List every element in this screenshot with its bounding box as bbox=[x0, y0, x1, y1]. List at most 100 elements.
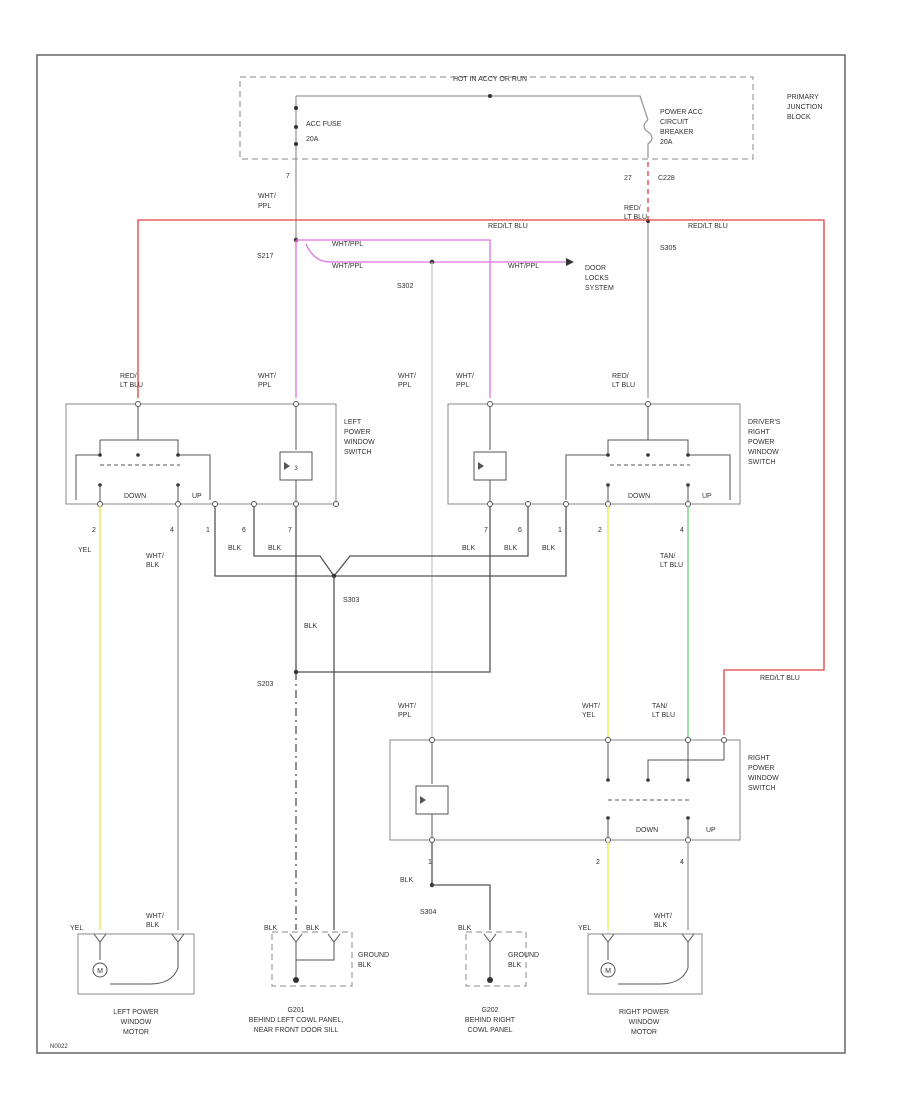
g201-blk-2: BLK bbox=[306, 925, 320, 932]
pin-r-2: 2 bbox=[598, 527, 602, 534]
svg-text:WINDOW: WINDOW bbox=[121, 1019, 152, 1026]
svg-text:WHT/: WHT/ bbox=[146, 913, 164, 920]
left-motor-label-1: LEFT POWER bbox=[113, 1009, 158, 1016]
svg-text:DRIVER'S: DRIVER'S bbox=[748, 419, 781, 426]
right-motor-label-2: WINDOW bbox=[629, 1019, 660, 1026]
blk-label-r3: BLK bbox=[542, 545, 556, 552]
svg-text:PRIMARY: PRIMARY bbox=[787, 94, 819, 101]
left-switch-label-4: SWITCH bbox=[344, 449, 372, 456]
pin-l-2: 2 bbox=[92, 527, 96, 534]
svg-text:WINDOW: WINDOW bbox=[748, 449, 779, 456]
left-switch-up: UP bbox=[192, 493, 202, 500]
red-bus-label-right: RED/LT BLU bbox=[688, 223, 728, 230]
fuse-wire-label-2: PPL bbox=[258, 203, 271, 210]
right-switch-label-3: WINDOW bbox=[748, 775, 779, 782]
right-switch-up: UP bbox=[706, 827, 716, 834]
svg-text:MOTOR: MOTOR bbox=[631, 1029, 657, 1036]
tan-lt-blu-upper-2: LT BLU bbox=[660, 562, 683, 569]
pjb-label-1: PRIMARY bbox=[787, 94, 819, 101]
svg-text:WHT/: WHT/ bbox=[654, 913, 672, 920]
svg-text:LOCKS: LOCKS bbox=[585, 275, 609, 282]
mid-gray-label-1: WHT/ bbox=[398, 373, 416, 380]
svg-text:BLK: BLK bbox=[146, 562, 160, 569]
svg-text:GROUND: GROUND bbox=[508, 952, 539, 959]
svg-text:G202: G202 bbox=[481, 1007, 498, 1014]
wht-blk-left-2: BLK bbox=[146, 562, 160, 569]
left-power-window-switch: DOWN UP 3 LEFT POWER WINDOW SWITCH bbox=[65, 401, 375, 507]
blk-label-lower: BLK bbox=[400, 877, 414, 884]
yel-label-motor-right: YEL bbox=[578, 925, 591, 932]
splice-s303-label: S303 bbox=[343, 597, 359, 604]
g202-label-3: COWL PANEL bbox=[467, 1027, 512, 1034]
left-switch-label-1: LEFT bbox=[344, 419, 362, 426]
right-switch-label-4: SWITCH bbox=[748, 785, 776, 792]
hot-in-accy-label: HOT IN ACCY OR RUN bbox=[453, 76, 527, 83]
pin-l-4: 4 bbox=[170, 527, 174, 534]
svg-text:LT BLU: LT BLU bbox=[612, 382, 635, 389]
g202-blk: BLK bbox=[458, 925, 472, 932]
svg-text:20A: 20A bbox=[660, 139, 673, 146]
svg-text:PPL: PPL bbox=[456, 382, 469, 389]
door-locks-label-3: SYSTEM bbox=[585, 285, 614, 292]
drv-switch-label-3: POWER bbox=[748, 439, 774, 446]
wht-blk-motor-right-2: BLK bbox=[654, 922, 668, 929]
svg-text:WHT/: WHT/ bbox=[146, 553, 164, 560]
svg-text:POWER: POWER bbox=[344, 429, 370, 436]
g201-blk-1: BLK bbox=[264, 925, 278, 932]
door-locks-label-1: DOOR bbox=[585, 265, 606, 272]
svg-text:WHT/: WHT/ bbox=[398, 373, 416, 380]
pin-r-4: 4 bbox=[680, 527, 684, 534]
ppl-wire-label-3: WHT/PPL bbox=[508, 263, 539, 270]
wht-blk-motor-left-2: BLK bbox=[146, 922, 160, 929]
svg-text:PPL: PPL bbox=[258, 382, 271, 389]
svg-text:LT BLU: LT BLU bbox=[660, 562, 683, 569]
left-feed-label-1: RED/ bbox=[120, 373, 137, 380]
diagram-frame bbox=[36, 54, 846, 1054]
door-locks-label-2: LOCKS bbox=[585, 275, 609, 282]
g202-ground-label-1: GROUND bbox=[508, 952, 539, 959]
mid-gray-label-2: PPL bbox=[398, 382, 411, 389]
svg-text:SWITCH: SWITCH bbox=[748, 459, 776, 466]
left-power-window-motor: YEL WHT/ BLK M LEFT POWER WINDOW MOTOR bbox=[70, 913, 195, 1036]
right-switch-label-1: RIGHT bbox=[748, 755, 771, 762]
pin-l-6: 6 bbox=[242, 527, 246, 534]
red-bus-label-lower: RED/LT BLU bbox=[760, 675, 800, 682]
ppl-wire-label-2: WHT/PPL bbox=[332, 263, 363, 270]
g201-ground-label-1: GROUND bbox=[358, 952, 389, 959]
svg-text:WHT/: WHT/ bbox=[582, 703, 600, 710]
pin-l-7: 7 bbox=[288, 527, 292, 534]
left-motor-label-3: MOTOR bbox=[123, 1029, 149, 1036]
svg-text:TAN/: TAN/ bbox=[652, 703, 667, 710]
fuse-wire-label-1: WHT/ bbox=[258, 193, 276, 200]
breaker-label-3: BREAKER bbox=[660, 129, 693, 136]
svg-text:PPL: PPL bbox=[398, 382, 411, 389]
svg-text:SWITCH: SWITCH bbox=[344, 449, 372, 456]
svg-text:RED/: RED/ bbox=[612, 373, 629, 380]
svg-text:BEHIND RIGHT: BEHIND RIGHT bbox=[465, 1017, 516, 1024]
svg-text:NEAR FRONT DOOR SILL: NEAR FRONT DOOR SILL bbox=[254, 1027, 339, 1034]
svg-text:SYSTEM: SYSTEM bbox=[585, 285, 614, 292]
blk-label-l1: BLK bbox=[228, 545, 242, 552]
pin-rs-1: 1 bbox=[428, 859, 432, 866]
svg-text:WHT/: WHT/ bbox=[456, 373, 474, 380]
svg-text:COWL PANEL: COWL PANEL bbox=[467, 1027, 512, 1034]
yel-label-motor-left: YEL bbox=[70, 925, 83, 932]
svg-text:POWER: POWER bbox=[748, 439, 774, 446]
right-motor-m: M bbox=[605, 968, 611, 975]
svg-text:LT BLU: LT BLU bbox=[652, 712, 675, 719]
pin-l-1: 1 bbox=[206, 527, 210, 534]
g202-ground-label-2: BLK bbox=[508, 962, 522, 969]
yel-label-left: YEL bbox=[78, 547, 91, 554]
g202-ground: BLK GROUND BLK G202 BEHIND RIGHT COWL PA… bbox=[458, 925, 539, 1034]
splice-s217-label: S217 bbox=[257, 253, 273, 260]
svg-text:WINDOW: WINDOW bbox=[748, 775, 779, 782]
red-lt-blu-bus: RED/LT BLU RED/LT BLU RED/LT BLU bbox=[137, 219, 825, 735]
right-motor-label-3: MOTOR bbox=[631, 1029, 657, 1036]
svg-text:JUNCTION: JUNCTION bbox=[787, 104, 822, 111]
svg-text:WHT/: WHT/ bbox=[398, 703, 416, 710]
pin-r-1: 1 bbox=[558, 527, 562, 534]
right-switch-down: DOWN bbox=[636, 827, 658, 834]
svg-text:DOOR: DOOR bbox=[585, 265, 606, 272]
svg-text:WINDOW: WINDOW bbox=[344, 439, 375, 446]
